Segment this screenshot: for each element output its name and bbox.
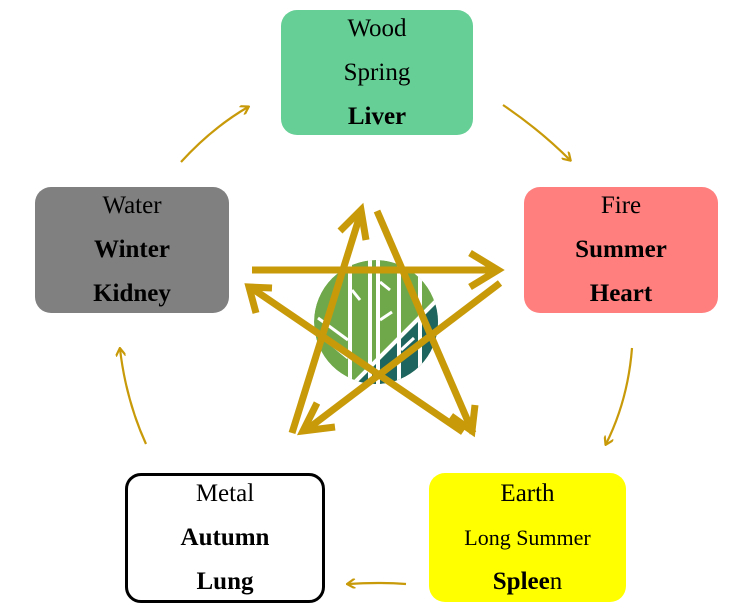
season-label: Winter: [94, 236, 170, 263]
node-water: Water Winter Kidney: [35, 187, 229, 313]
season-label: Summer: [575, 236, 667, 263]
season-label: Autumn: [180, 524, 270, 551]
organ-label-bold: Splee: [492, 567, 550, 595]
cycle-arrow-metal-to-water: [120, 349, 148, 445]
organ-label: Lung: [196, 568, 254, 595]
season-label: Spring: [343, 58, 411, 86]
star-arrow-earth-to-wood: [288, 202, 370, 435]
organ-label: Heart: [589, 280, 653, 307]
star-arrow-metal-to-water: [244, 283, 465, 435]
star-arrow-fire-to-metal: [296, 280, 503, 436]
node-fire: Fire Summer Heart: [524, 187, 718, 313]
node-metal: Metal Autumn Lung: [125, 473, 325, 603]
organ-label: Liver: [347, 102, 407, 130]
node-earth: Earth Long Summer Spleen: [429, 473, 626, 602]
star-arrow-wood-to-earth: [373, 209, 479, 438]
element-label: Wood: [347, 14, 407, 42]
node-wood: Wood Spring Liver: [281, 10, 473, 135]
control-star: [244, 202, 505, 438]
element-label: Fire: [600, 192, 642, 219]
cycle-arrow-wood-to-fire: [502, 104, 570, 160]
element-label: Earth: [500, 479, 555, 507]
generating-cycle: [120, 104, 634, 584]
cycle-arrow-fire-to-earth: [606, 347, 634, 444]
organ-label: Spleen: [429, 560, 626, 604]
season-label: Long Summer: [464, 524, 591, 550]
organ-label-rest: n: [549, 567, 563, 595]
organ-label: Kidney: [93, 280, 171, 307]
element-label: Metal: [195, 480, 255, 507]
star-arrow-water-to-fire: [252, 250, 505, 290]
cycle-arrow-water-to-wood: [180, 107, 248, 163]
element-label: Water: [102, 192, 162, 219]
cycle-arrow-earth-to-metal: [348, 583, 407, 584]
